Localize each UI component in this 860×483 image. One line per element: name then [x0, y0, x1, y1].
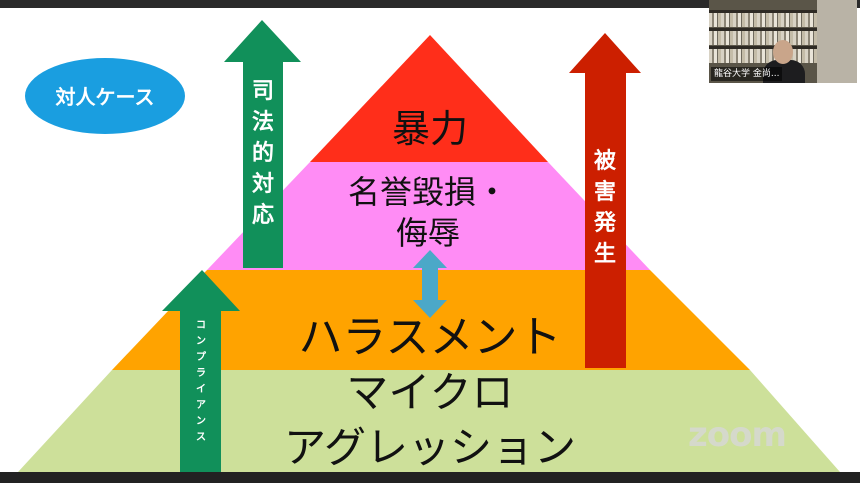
- bookshelf-books: [709, 13, 819, 27]
- damage-arrow: [569, 33, 641, 368]
- double-arrow: [413, 250, 447, 318]
- layer-second-label-line1: 名誉毀損・: [348, 173, 508, 211]
- layer-top-label: 暴力: [392, 107, 468, 151]
- bookshelf-books: [709, 49, 819, 63]
- layer-third-label: ハラスメント: [298, 312, 561, 363]
- layer-second-shape: [207, 162, 650, 270]
- layer-bottom-shape: [18, 370, 840, 472]
- zoom-logo-watermark: zoom: [688, 415, 787, 455]
- participant-avatar: [773, 40, 793, 64]
- legal-arrow-label: 司法的対応: [252, 79, 274, 228]
- bubble-label: 対人ケース: [55, 85, 155, 109]
- layer-bottom-label-line1: マイクロ: [346, 368, 513, 417]
- layer-bottom-label-line2: アグレッション: [284, 423, 576, 472]
- bookshelf-shelf: [709, 46, 819, 49]
- layer-second-label-line2: 侮辱: [396, 214, 460, 252]
- compliance-arrow: [162, 270, 240, 472]
- bookshelf-books: [709, 31, 819, 45]
- participant-name: 龍谷大学 金尚...: [711, 67, 783, 81]
- target-bubble: [25, 58, 185, 134]
- bookshelf-shelf: [709, 28, 819, 31]
- participant-video-tile[interactable]: 龍谷大学 金尚...: [709, 0, 857, 83]
- damage-arrow-label: 被害発生: [593, 149, 617, 267]
- legal-arrow: [224, 20, 301, 268]
- compliance-arrow-label: コンプライアンス: [196, 320, 207, 443]
- window-top-bar: [0, 0, 860, 8]
- window-bottom-bar: [0, 472, 860, 483]
- layer-top-shape: [310, 35, 548, 162]
- bookshelf-shelf: [709, 10, 819, 13]
- background-door: [817, 0, 857, 83]
